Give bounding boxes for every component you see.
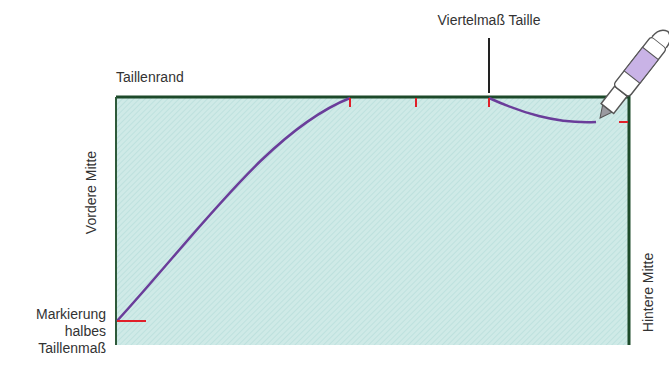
waist-curve: [489, 98, 596, 122]
pen-illustration: [592, 25, 669, 124]
edge-label: Vordere Mitte: [83, 150, 100, 233]
fabric-edge: [116, 97, 629, 345]
callout-label: Viertelmaß Taille: [438, 12, 541, 29]
mark-ticks: [117, 98, 628, 321]
leader-line: [488, 38, 490, 93]
mark-label: Markierung halbes Taillenmaß: [6, 306, 106, 357]
fabric-piece: [116, 97, 629, 345]
waist-curve: [117, 98, 350, 321]
edge-label: Hintere Mitte: [640, 252, 657, 331]
fabric-edge: [115, 97, 117, 345]
edge-label: Taillenrand: [116, 69, 184, 86]
